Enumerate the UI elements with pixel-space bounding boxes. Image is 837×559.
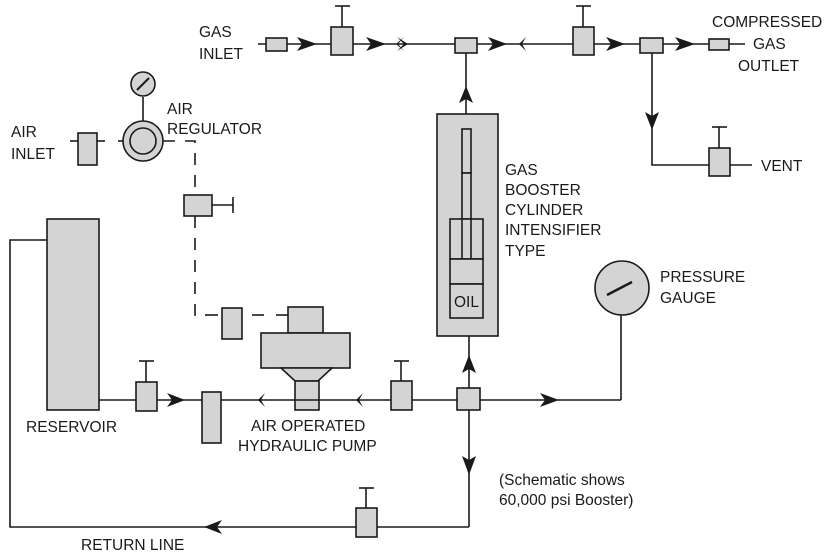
flow-arrow [366,37,386,51]
flow-arrow [167,393,185,407]
outlet-filter [708,38,730,51]
air-operated-hydraulic-pump [260,306,351,411]
flow-arrow [488,37,507,51]
check-valve-arrow [356,393,363,407]
gas-booster-label: GAS BOOSTER CYLINDER INTENSIFIER TYPE [505,162,606,260]
return-valve [355,487,378,538]
reservoir [46,218,100,411]
vent-valve [708,126,731,177]
gas-inlet-filter [265,37,288,52]
air-inlet-filter [77,132,98,166]
outlet-valve [572,5,595,56]
flow-arrow-up [459,86,473,103]
flow-arrow [606,37,625,51]
pump-outlet-valve [390,360,413,411]
flow-arrow-up [462,355,476,373]
vent-line [651,53,710,166]
flow-arrow-down [462,456,476,475]
gas-inlet-valve [330,5,354,56]
cross-fitting [456,387,481,411]
check-valve-arrow [396,37,404,51]
booster-outlet-tee [454,37,478,54]
pump-air-filter [221,307,243,340]
inline-filter [201,391,222,444]
check-valve-arrow [397,37,408,51]
vent-label: VENT [761,158,803,175]
flow-arrow-left [204,520,222,534]
pilot-air-line [163,140,196,195]
check-valve-arrow [519,37,526,51]
air-regulator [122,71,164,162]
flow-arrow-down [645,112,659,130]
pressure-gauge [594,260,650,316]
flow-arrow [675,37,695,51]
reservoir-label: RESERVOIR [26,419,117,436]
gas-booster-cylinder [436,113,499,337]
flow-arrow [297,37,317,51]
pilot-air-line [194,216,207,316]
return-line-label: RETURN LINE [81,537,184,554]
check-valve-arrow [258,393,265,407]
flow-arrow [540,393,559,407]
return-line [9,239,469,528]
pilot-valve [183,194,234,217]
vent-tee [639,37,664,54]
reservoir-valve [135,360,158,412]
oil-label: OIL [454,294,479,311]
